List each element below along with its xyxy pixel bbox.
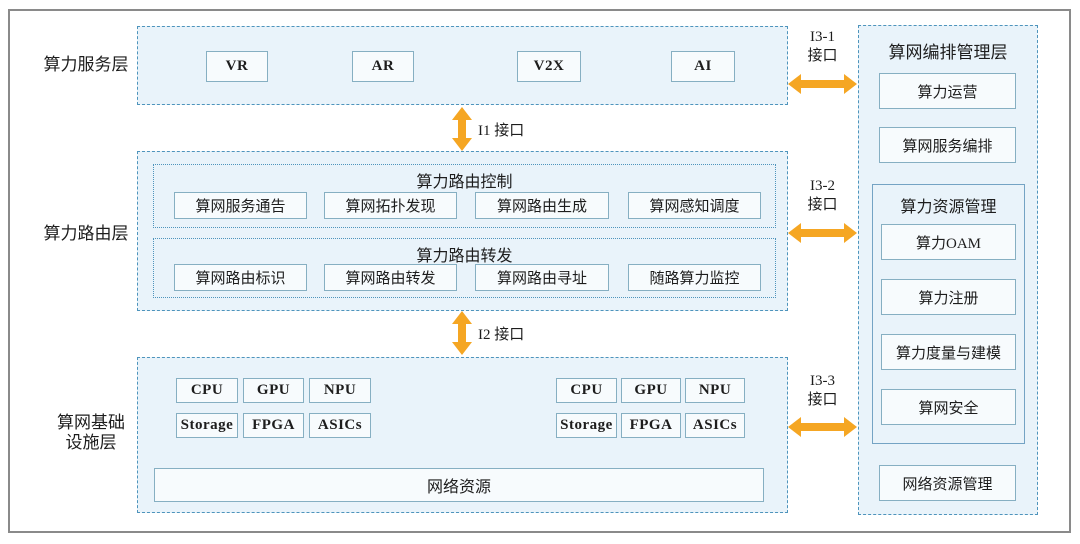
i2-arrow-down-icon <box>452 342 472 355</box>
routing-control-item-2: 算网拓扑发现 <box>324 192 457 219</box>
i1-interface-label: I1 接口 <box>478 123 525 139</box>
infra1-cpu-box: CPU <box>176 378 238 403</box>
routing-layer-label: 算力路由层 <box>43 224 129 243</box>
routing-control-item-3: 算网路由生成 <box>475 192 609 219</box>
i3-3-arrow-icon <box>788 417 857 437</box>
i1-arrow-shaft <box>458 119 466 139</box>
service-layer-label: 算力服务层 <box>43 55 129 74</box>
i3-2-arrow-left-icon <box>788 223 801 243</box>
infra-layer-label-line1: 算网基础 <box>57 413 125 432</box>
i3-1-arrow-right-icon <box>844 74 857 94</box>
infra2-npu-box: NPU <box>685 378 745 403</box>
i3-2-label-line2: 接口 <box>807 197 838 213</box>
routing-control-item-4: 算网感知调度 <box>628 192 761 219</box>
i3-1-label-line1: I3-1 <box>810 29 835 45</box>
outer-frame <box>8 9 1071 533</box>
infra2-storage-box: Storage <box>556 413 617 438</box>
service-orchestration-box: 算网服务编排 <box>879 127 1016 163</box>
network-resource-box: 网络资源 <box>154 468 764 502</box>
routing-forwarding-item-2: 算网路由转发 <box>324 264 457 291</box>
i3-3-label-line1: I3-3 <box>810 373 835 389</box>
infra-layer-label: 算网基础 设施层 <box>38 413 144 453</box>
i3-2-arrow-right-icon <box>844 223 857 243</box>
i3-1-label-line2: 接口 <box>807 48 838 64</box>
service-layer-panel: VR AR V2X AI <box>137 26 788 105</box>
infra1-npu-box: NPU <box>309 378 371 403</box>
i3-3-arrow-right-icon <box>844 417 857 437</box>
i2-arrow-icon <box>452 311 472 355</box>
i2-interface-label: I2 接口 <box>478 327 525 343</box>
i3-1-arrow-left-icon <box>788 74 801 94</box>
management-layer-title: 算网编排管理层 <box>888 43 1008 62</box>
infra2-gpu-box: GPU <box>621 378 681 403</box>
routing-forwarding-item-3: 算网路由寻址 <box>475 264 609 291</box>
computing-measure-model-box: 算力度量与建模 <box>881 334 1016 370</box>
i3-1-arrow-icon <box>788 74 857 94</box>
i3-1-arrow-shaft <box>800 80 845 88</box>
i1-arrow-icon <box>452 107 472 151</box>
i1-arrow-down-icon <box>452 138 472 151</box>
computing-resource-mgmt-group: 算力资源管理 算力OAM 算力注册 算力度量与建模 算网安全 <box>872 184 1025 444</box>
routing-forwarding-title: 算力路由转发 <box>416 248 513 265</box>
infra2-cpu-box: CPU <box>556 378 617 403</box>
computing-resource-mgmt-title: 算力资源管理 <box>900 199 997 216</box>
infra2-fpga-box: FPGA <box>621 413 681 438</box>
service-box-vr: VR <box>206 51 268 82</box>
routing-control-subpanel: 算力路由控制 算网服务通告 算网拓扑发现 算网路由生成 算网感知调度 <box>153 164 776 228</box>
routing-forwarding-item-1: 算网路由标识 <box>174 264 307 291</box>
i3-3-label-line2: 接口 <box>807 392 838 408</box>
routing-forwarding-subpanel: 算力路由转发 算网路由标识 算网路由转发 算网路由寻址 随路算力监控 <box>153 238 776 298</box>
routing-control-item-1: 算网服务通告 <box>174 192 307 219</box>
computing-operation-box: 算力运营 <box>879 73 1016 109</box>
i3-2-arrow-shaft <box>800 229 845 237</box>
infra-layer-label-line2: 设施层 <box>65 433 117 452</box>
routing-forwarding-item-4: 随路算力监控 <box>628 264 761 291</box>
i3-3-arrow-shaft <box>800 423 845 431</box>
infra1-gpu-box: GPU <box>243 378 304 403</box>
infra1-asics-box: ASICs <box>309 413 371 438</box>
service-box-ar: AR <box>352 51 414 82</box>
i2-arrow-up-icon <box>452 311 472 324</box>
i3-2-label-line1: I3-2 <box>810 178 835 194</box>
i3-1-interface-label: I3-1 接口 <box>788 28 857 66</box>
computing-registration-box: 算力注册 <box>881 279 1016 315</box>
service-box-ai: AI <box>671 51 735 82</box>
i3-3-arrow-left-icon <box>788 417 801 437</box>
i2-arrow-shaft <box>458 323 466 343</box>
infra-layer-panel: CPU GPU NPU Storage FPGA ASICs CPU GPU N… <box>137 357 788 513</box>
network-resource-mgmt-box: 网络资源管理 <box>879 465 1016 501</box>
routing-layer-panel: 算力路由控制 算网服务通告 算网拓扑发现 算网路由生成 算网感知调度 算力路由转… <box>137 151 788 311</box>
i1-arrow-up-icon <box>452 107 472 120</box>
computing-oam-box: 算力OAM <box>881 224 1016 260</box>
i3-2-interface-label: I3-2 接口 <box>788 177 857 215</box>
i3-3-interface-label: I3-3 接口 <box>788 372 857 410</box>
infra1-storage-box: Storage <box>176 413 238 438</box>
service-box-v2x: V2X <box>517 51 581 82</box>
infra2-asics-box: ASICs <box>685 413 745 438</box>
management-layer-panel: 算网编排管理层 算力运营 算网服务编排 算力资源管理 算力OAM 算力注册 算力… <box>858 25 1038 515</box>
routing-control-title: 算力路由控制 <box>416 174 513 191</box>
i3-2-arrow-icon <box>788 223 857 243</box>
infra1-fpga-box: FPGA <box>243 413 304 438</box>
network-security-box: 算网安全 <box>881 389 1016 425</box>
